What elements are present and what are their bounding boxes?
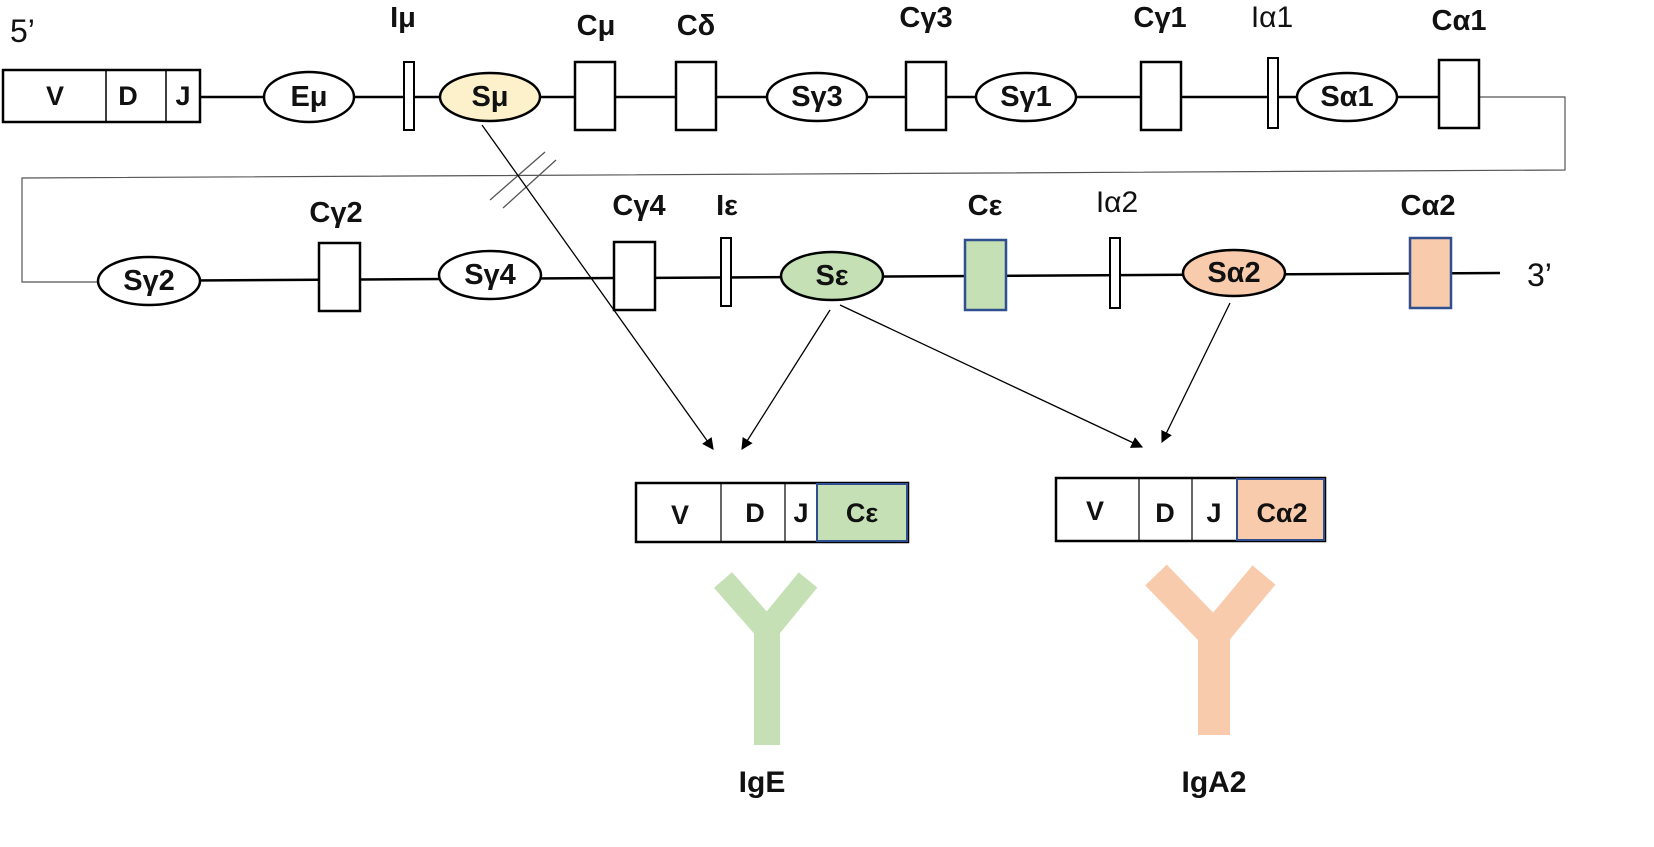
s-mu-label: Sμ [471,81,508,113]
c-gamma4-gene [612,240,657,312]
i-epsilon-label: Iε [716,190,738,222]
five-prime-label: 5’ [10,13,35,49]
three-prime-label: 3’ [1527,257,1552,293]
i-alpha1-label: Iα1 [1251,1,1293,34]
e-mu-enhancer [262,70,356,124]
ige-j-label: J [793,498,808,528]
v-segment-label: V [46,81,64,111]
ige-c-label: Cε [846,498,878,528]
i-alpha1-exon [1267,57,1279,129]
c-delta-gene [674,60,718,132]
c-gamma3-label: Cγ3 [899,2,952,34]
s-alpha1-switch-region [1295,71,1399,123]
c-delta-label: Cδ [677,10,716,42]
i-mu-exon [403,61,415,131]
c-alpha2-gene [1408,236,1453,310]
iga2-d-label: D [1155,498,1175,528]
arrow-s-epsilon-to-ige [741,309,831,450]
c-alpha1-gene [1437,58,1481,130]
c-epsilon-gene [963,238,1008,312]
s-gamma1-label: Sγ1 [1000,81,1052,113]
ige-v-label: V [671,500,689,530]
i-alpha2-label: Iα2 [1096,186,1138,219]
c-gamma1-label: Cγ1 [1133,2,1186,34]
s-gamma1-switch-region [974,71,1078,123]
c-gamma4-label: Cγ4 [612,190,665,222]
c-gamma2-label: Cγ2 [309,197,362,229]
i-mu-label: Iμ [390,2,416,34]
s-epsilon-switch-region [779,250,885,302]
iga2-rearranged-gene: V D J Cα2 [1054,476,1327,543]
break-mark [489,151,546,201]
c-gamma3-gene [904,60,948,132]
c-alpha1-label: Cα1 [1432,5,1487,37]
j-segment-label: J [175,81,190,111]
c-alpha2-label: Cα2 [1401,190,1456,222]
s-gamma2-switch-region [96,255,202,307]
s-gamma4-switch-region [437,249,543,301]
arrow-s-epsilon-to-iga2 [839,304,1144,448]
s-gamma3-switch-region [765,71,869,123]
s-gamma2-label: Sγ2 [123,265,175,297]
ige-rearranged-gene: V D J Cε [634,481,910,544]
vdj-segment: V D J [1,68,202,124]
c-mu-label: Cμ [577,10,616,42]
s-epsilon-label: Sε [815,260,848,292]
c-gamma1-gene [1139,60,1183,132]
ige-label: IgE [739,766,786,799]
s-alpha2-label: Sα2 [1207,257,1260,289]
iga2-label: IgA2 [1181,766,1246,799]
arrow-s-alpha2-to-iga2 [1161,302,1231,444]
iga2-v-label: V [1086,496,1104,526]
arrow-s-mu-to-ige [481,124,714,450]
i-alpha2-exon [1109,237,1121,309]
iga2-j-label: J [1206,498,1221,528]
c-mu-gene [573,60,617,132]
s-gamma3-label: Sγ3 [791,81,843,113]
s-alpha2-switch-region [1181,248,1287,298]
d-segment-label: D [118,81,138,111]
i-epsilon-exon [720,237,732,307]
s-mu-switch-region [438,71,542,123]
s-gamma4-label: Sγ4 [464,259,516,291]
e-mu-label: Eμ [290,81,327,113]
c-epsilon-label: Cε [968,190,1003,222]
break-mark [502,159,557,209]
ige-d-label: D [745,498,765,528]
row-wrap-connector [21,96,1566,283]
s-alpha1-label: Sα1 [1320,81,1373,113]
c-gamma2-gene [317,241,362,313]
ige-antibody-icon [713,572,818,745]
iga2-c-label: Cα2 [1256,498,1307,528]
iga2-antibody-icon [1145,564,1276,735]
